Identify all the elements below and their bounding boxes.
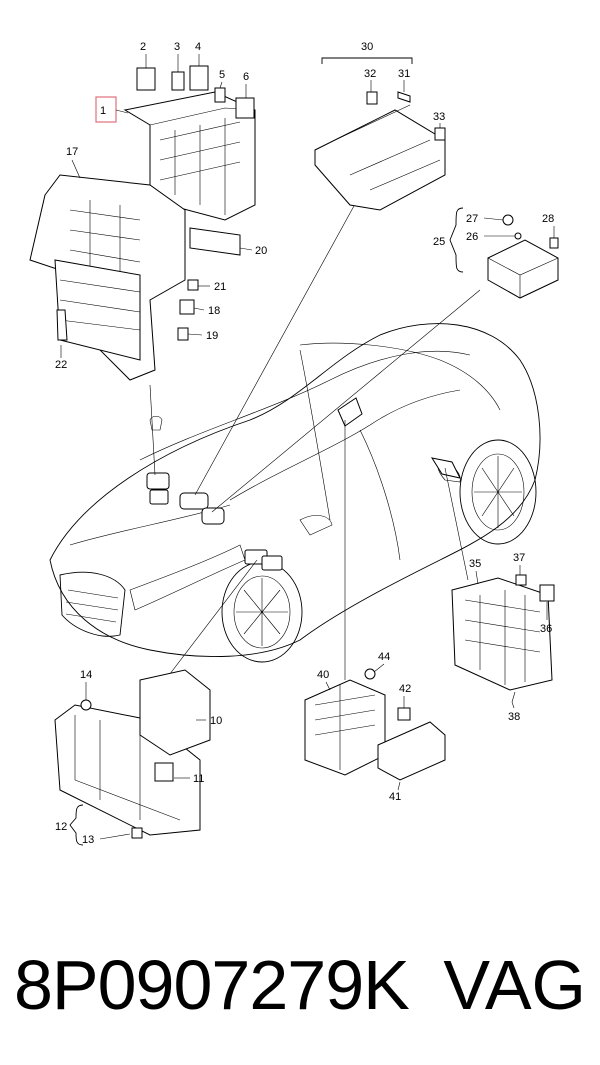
car-illustration [49, 323, 541, 663]
callout-19: 19 [206, 330, 218, 342]
callout-18: 18 [208, 305, 220, 317]
callout-26: 26 [466, 231, 478, 243]
callout-44: 44 [378, 651, 390, 663]
callout-13: 13 [82, 834, 94, 846]
callout-30: 30 [361, 41, 373, 53]
callout-25: 25 [433, 236, 445, 248]
brand-name: VAG [443, 946, 586, 1024]
relay-carrier-assembly [451, 574, 555, 703]
fuse-holder-assembly [304, 668, 446, 781]
callout-40: 40 [317, 669, 329, 681]
callout-11: 11 [193, 773, 204, 785]
callout-33: 33 [433, 111, 445, 123]
callout-31: 31 [398, 68, 410, 80]
highlight-box [95, 96, 117, 123]
callout-22: 22 [55, 359, 67, 371]
callout-3: 3 [174, 41, 180, 53]
callout-2: 2 [140, 41, 146, 53]
leader-lines [149, 194, 481, 701]
callout-12: 12 [55, 821, 67, 833]
callout-20: 20 [255, 245, 267, 257]
relay-box-assembly [29, 65, 256, 381]
callout-41: 41 [389, 791, 401, 803]
callout-27: 27 [466, 213, 478, 225]
callout-21: 21 [214, 281, 226, 293]
callout-17: 17 [66, 146, 78, 158]
callout-14: 14 [80, 669, 92, 681]
callout-10: 10 [210, 715, 222, 727]
callout-5: 5 [219, 69, 225, 81]
callout-42: 42 [399, 683, 411, 695]
callout-36: 36 [540, 623, 552, 635]
bracket-module-assembly [54, 669, 211, 846]
callout-28: 28 [542, 213, 554, 225]
control-module-assembly [314, 57, 446, 211]
caption-bar: 8P0907279K VAG [0, 935, 600, 1035]
callout-1: 1 [100, 105, 106, 117]
exploded-parts-diagram: 1 2 3 4 5 6 17 20 21 18 19 22 30 32 31 3… [29, 41, 559, 846]
callout-6: 6 [243, 71, 249, 83]
callout-4: 4 [195, 41, 201, 53]
callout-38: 38 [508, 711, 520, 723]
callout-32: 32 [364, 68, 376, 80]
callout-labels: 1 2 3 4 5 6 17 20 21 18 19 22 30 32 31 3… [55, 41, 555, 846]
callout-35: 35 [469, 558, 481, 570]
callout-37: 37 [513, 552, 525, 564]
part-number: 8P0907279K [14, 946, 410, 1024]
sensor-assembly [449, 207, 559, 299]
